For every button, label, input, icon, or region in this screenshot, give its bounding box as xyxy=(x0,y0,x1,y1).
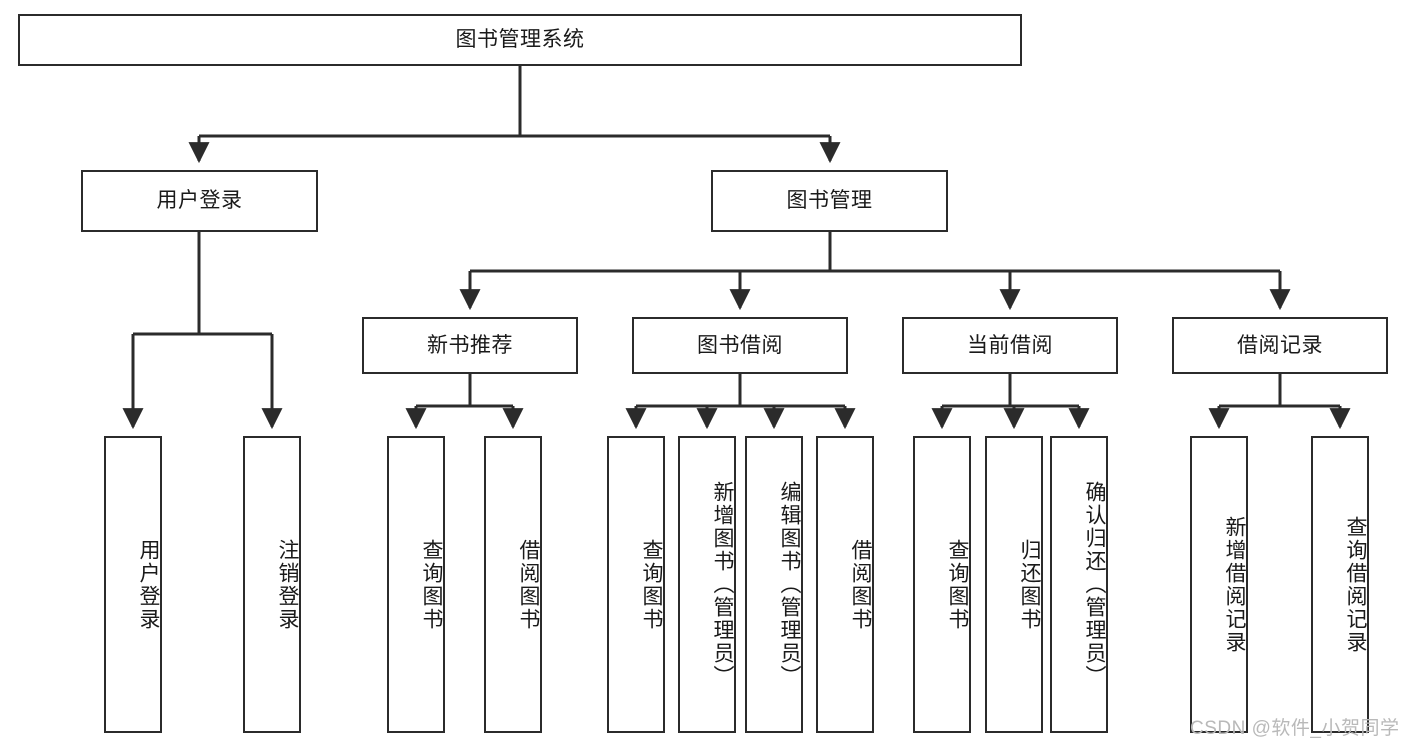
leaf-label: 借阅图书 xyxy=(517,538,540,631)
leaf-label: 注销登录 xyxy=(276,538,299,631)
node-borrow-records-label: 借阅记录 xyxy=(1237,333,1323,357)
watermark: CSDN @软件_小贺同学 xyxy=(1190,718,1400,739)
node-root-label: 图书管理系统 xyxy=(455,28,585,52)
leaf-borrow-borrow-book[interactable]: 借阅图书 xyxy=(816,436,874,733)
leaf-current-confirm-return-admin[interactable]: 确认归还（管理员） xyxy=(1050,436,1108,733)
leaf-label: 查询图书 xyxy=(420,538,443,631)
leaf-borrow-edit-book-admin[interactable]: 编辑图书（管理员） xyxy=(745,436,803,733)
node-book-borrow-label: 图书借阅 xyxy=(697,333,783,357)
node-current-borrow[interactable]: 当前借阅 xyxy=(902,317,1118,374)
leaf-label: 查询图书 xyxy=(946,538,969,631)
node-user-login-label: 用户登录 xyxy=(156,189,243,213)
leaf-label: 借阅图书 xyxy=(849,538,872,631)
node-new-book-recommend[interactable]: 新书推荐 xyxy=(362,317,578,374)
leaf-records-add-record[interactable]: 新增借阅记录 xyxy=(1190,436,1248,733)
leaf-new-books-borrow[interactable]: 借阅图书 xyxy=(484,436,542,733)
leaf-borrow-add-book-admin[interactable]: 新增图书（管理员） xyxy=(678,436,736,733)
leaf-label: 查询图书 xyxy=(640,538,663,631)
leaf-current-return-book[interactable]: 归还图书 xyxy=(985,436,1043,733)
node-book-management-label: 图书管理 xyxy=(786,189,873,213)
leaf-label: 确认归还（管理员） xyxy=(1083,481,1106,688)
node-current-borrow-label: 当前借阅 xyxy=(967,333,1053,357)
leaf-borrow-query-book[interactable]: 查询图书 xyxy=(607,436,665,733)
node-book-management[interactable]: 图书管理 xyxy=(711,170,948,232)
leaf-label: 用户登录 xyxy=(137,538,160,631)
node-root[interactable]: 图书管理系统 xyxy=(18,14,1022,66)
leaf-label: 归还图书 xyxy=(1018,538,1041,631)
node-user-login[interactable]: 用户登录 xyxy=(81,170,318,232)
leaf-label: 新增借阅记录 xyxy=(1223,515,1246,654)
leaf-current-query-book[interactable]: 查询图书 xyxy=(913,436,971,733)
leaf-new-books-query[interactable]: 查询图书 xyxy=(387,436,445,733)
leaf-user-login-logout[interactable]: 注销登录 xyxy=(243,436,301,733)
leaf-label: 新增图书（管理员） xyxy=(711,481,734,688)
node-borrow-records[interactable]: 借阅记录 xyxy=(1172,317,1388,374)
leaf-label: 查询借阅记录 xyxy=(1344,515,1367,654)
node-book-borrow[interactable]: 图书借阅 xyxy=(632,317,848,374)
leaf-records-query-record[interactable]: 查询借阅记录 xyxy=(1311,436,1369,733)
leaf-label: 编辑图书（管理员） xyxy=(778,481,801,688)
leaf-user-login-login[interactable]: 用户登录 xyxy=(104,436,162,733)
node-new-book-recommend-label: 新书推荐 xyxy=(427,333,513,357)
